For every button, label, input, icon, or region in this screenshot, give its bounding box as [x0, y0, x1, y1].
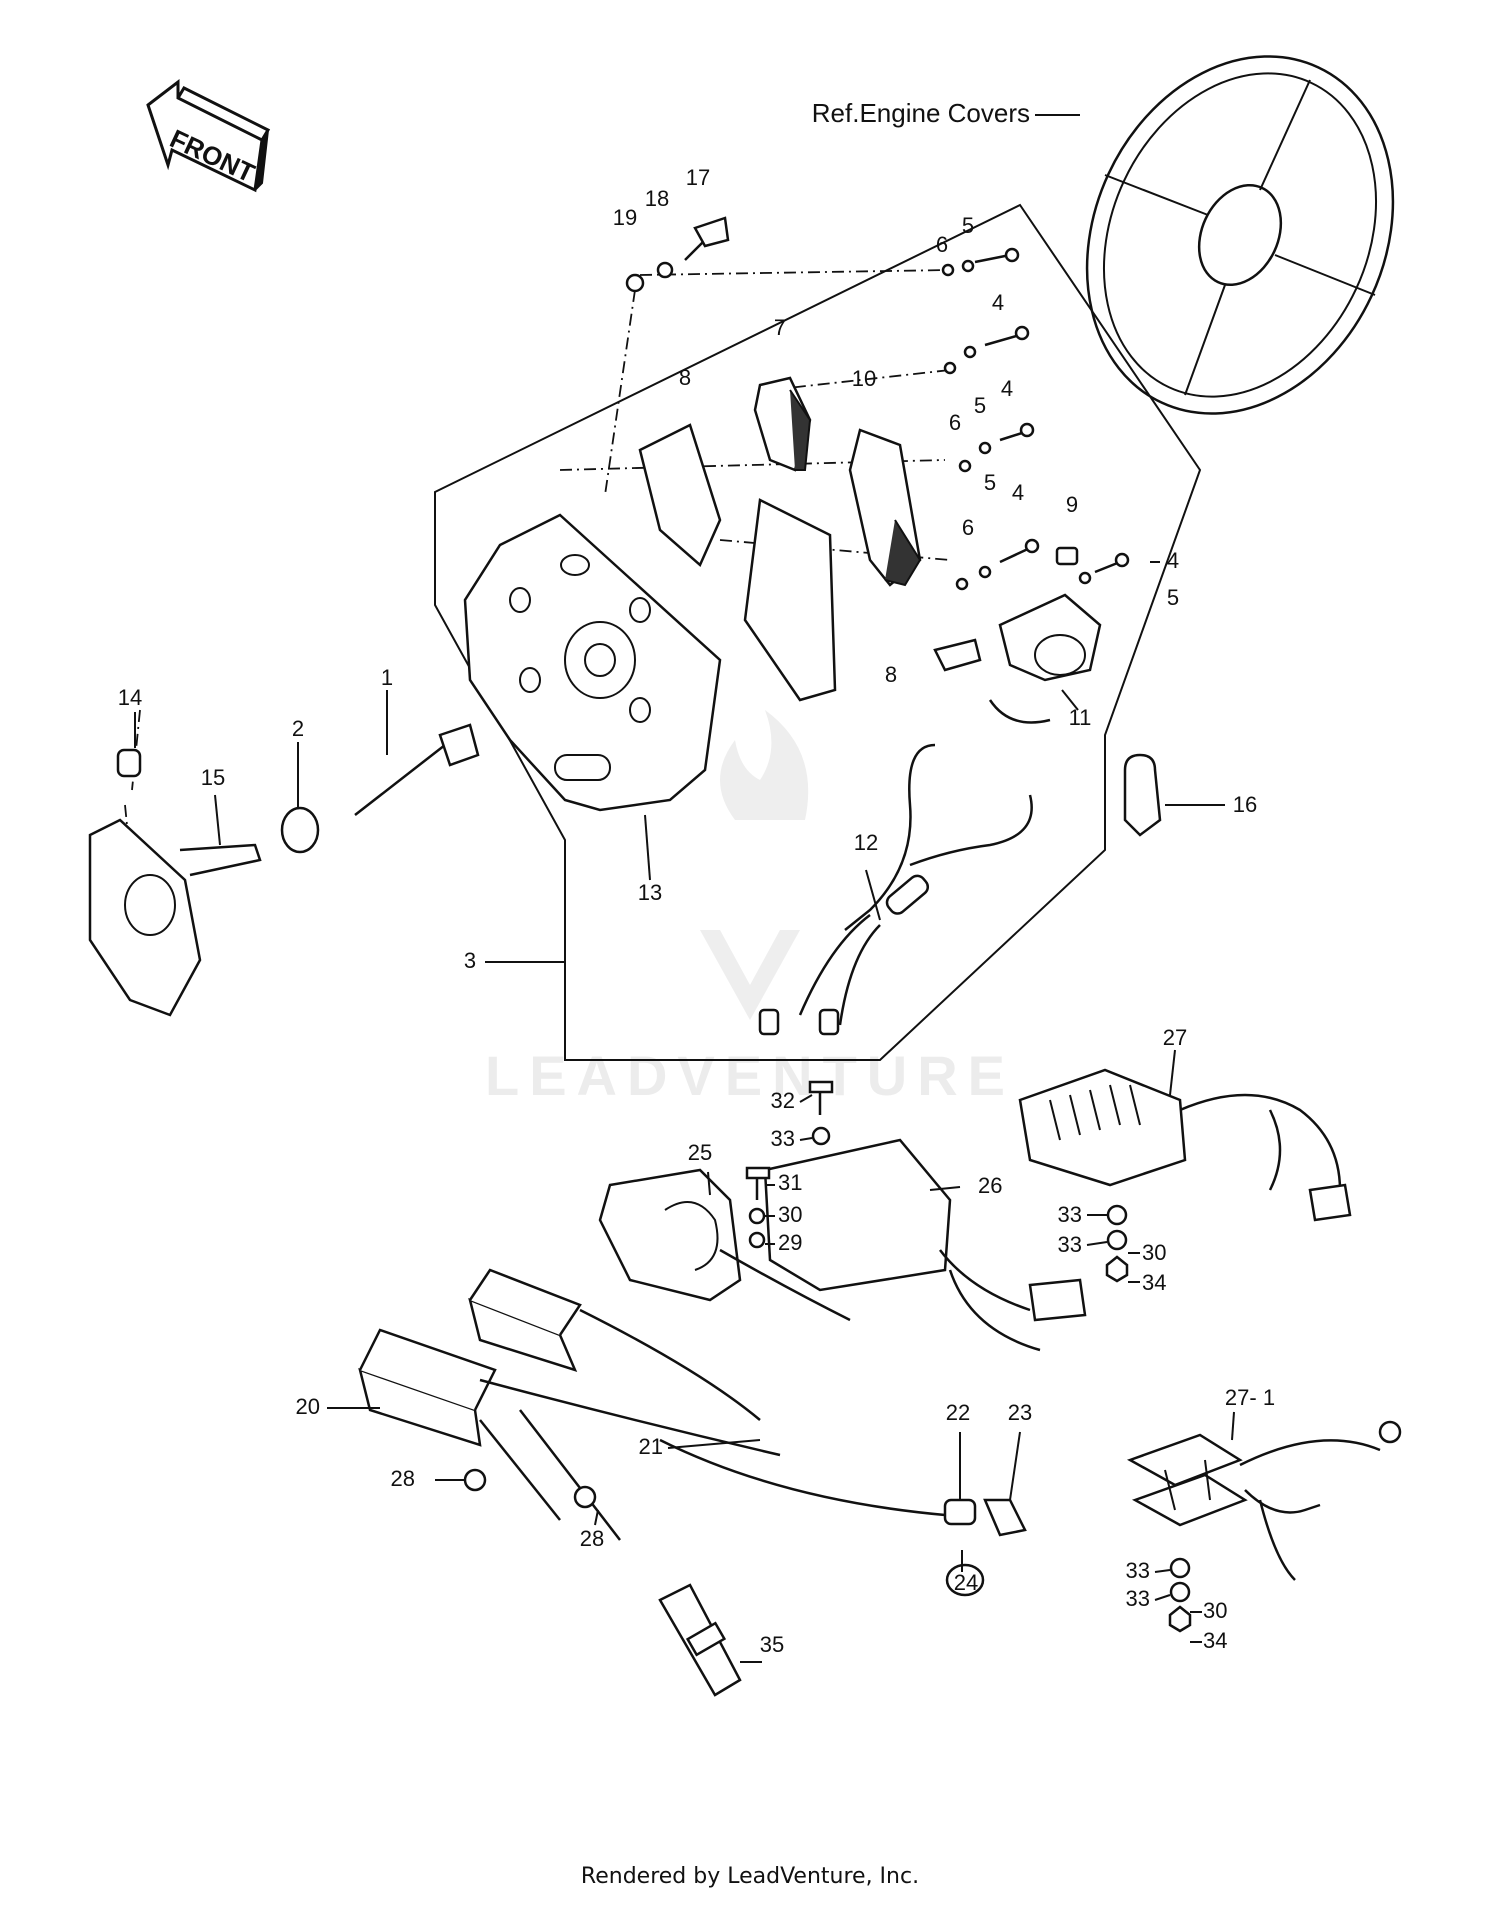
callout-4a: 4	[992, 290, 1004, 315]
nut-28a	[463, 1468, 487, 1492]
callout-5d: 5	[1167, 585, 1179, 610]
contact-breaker-7	[753, 376, 812, 472]
callout-27: 27	[1163, 1025, 1187, 1050]
callout-5b: 5	[974, 393, 986, 418]
callout-4b: 4	[1001, 376, 1013, 401]
engine-cover	[1085, 55, 1395, 415]
callout-33e: 33	[1126, 1586, 1150, 1611]
callout-33b: 33	[1058, 1202, 1082, 1227]
callout-34a: 34	[1142, 1270, 1166, 1295]
front-arrow-icon: FRONT	[146, 78, 271, 193]
callout-9: 9	[1066, 492, 1078, 517]
relay-25	[598, 1168, 851, 1322]
spacer-2	[280, 806, 320, 854]
bolt-1	[354, 723, 480, 816]
callout-22: 22	[946, 1400, 970, 1425]
callout-13: 13	[638, 880, 662, 905]
condenser-11	[933, 593, 1102, 724]
callout-1: 1	[381, 665, 393, 690]
callout-34b: 34	[1203, 1628, 1227, 1653]
callout-4d: 4	[1167, 548, 1179, 573]
ref-engine-covers-label: Ref.Engine Covers	[812, 98, 1030, 128]
callout-14: 14	[118, 685, 142, 710]
callout-27-1: 27- 1	[1225, 1385, 1275, 1410]
callout-6c: 6	[962, 515, 974, 540]
box-26	[763, 1138, 1087, 1352]
base-plate	[463, 513, 722, 812]
callout-16: 16	[1233, 792, 1257, 817]
pin-14	[116, 748, 142, 778]
callout-30b: 30	[1142, 1240, 1166, 1265]
clamp-16	[1123, 753, 1162, 837]
callout-29: 29	[778, 1230, 802, 1255]
callout-21: 21	[639, 1434, 663, 1459]
callout-11: 11	[1069, 705, 1092, 730]
leader-lines	[134, 561, 1235, 1663]
callout-26: 26	[978, 1173, 1002, 1198]
callout-5a: 5	[962, 213, 974, 238]
callout-28a: 28	[391, 1466, 415, 1491]
callout-33c: 33	[1058, 1232, 1082, 1257]
callout-8b: 8	[885, 662, 897, 687]
hardware-leaders	[765, 1094, 1202, 1643]
bolt-17	[625, 216, 730, 293]
callout-23: 23	[1008, 1400, 1032, 1425]
callout-31: 31	[778, 1170, 802, 1195]
callout-24: 24	[954, 1570, 978, 1595]
callout-10: 10	[852, 366, 876, 391]
wire-harness-12	[758, 743, 1033, 1036]
callout-17: 17	[686, 165, 710, 190]
callout-2: 2	[292, 716, 304, 741]
plug-caps	[659, 1438, 1027, 1597]
callout-5c: 5	[984, 470, 996, 495]
callout-6a: 6	[936, 232, 948, 257]
callout-18: 18	[645, 186, 669, 211]
plate-8-upper	[638, 423, 722, 568]
nut-28b	[573, 1485, 597, 1509]
contact-breaker-10	[848, 428, 922, 587]
callout-15: 15	[201, 765, 225, 790]
screws-washers	[941, 247, 1130, 591]
callout-28b: 28	[580, 1526, 604, 1551]
regulator-27	[1018, 1068, 1352, 1283]
footer-credit: Rendered by LeadVenture, Inc.	[580, 1864, 920, 1889]
callout-7: 7	[774, 315, 786, 340]
plate-8-lower	[743, 498, 837, 702]
callout-6b: 6	[949, 410, 961, 435]
callout-35: 35	[760, 1632, 784, 1657]
small-hardware	[745, 1080, 834, 1249]
callout-30c: 30	[1203, 1598, 1227, 1623]
callout-19: 19	[613, 205, 637, 230]
callout-4c: 4	[1012, 480, 1024, 505]
callout-20: 20	[296, 1394, 320, 1419]
callout-8a: 8	[679, 365, 691, 390]
callout-32: 32	[771, 1088, 795, 1113]
callout-3: 3	[464, 948, 476, 973]
callout-25: 25	[688, 1140, 712, 1165]
regulator-27-1	[1126, 1420, 1402, 1633]
watermark-text: LEADVENTURE	[485, 1044, 1015, 1107]
callouts: 1 2 3 4 4 4 4 5 5 5 5 6 6 6 7 8 8 9 10 1…	[118, 165, 1275, 1657]
callout-33a: 33	[771, 1126, 795, 1151]
advancer-15	[88, 818, 262, 1017]
callout-12: 12	[854, 830, 878, 855]
callout-30a: 30	[778, 1202, 802, 1227]
watermark: LEADVENTURE	[485, 710, 1015, 1107]
callout-33d: 33	[1126, 1558, 1150, 1583]
spark-plug-35	[658, 1583, 742, 1697]
ignition-coils-20	[358, 1268, 781, 1541]
